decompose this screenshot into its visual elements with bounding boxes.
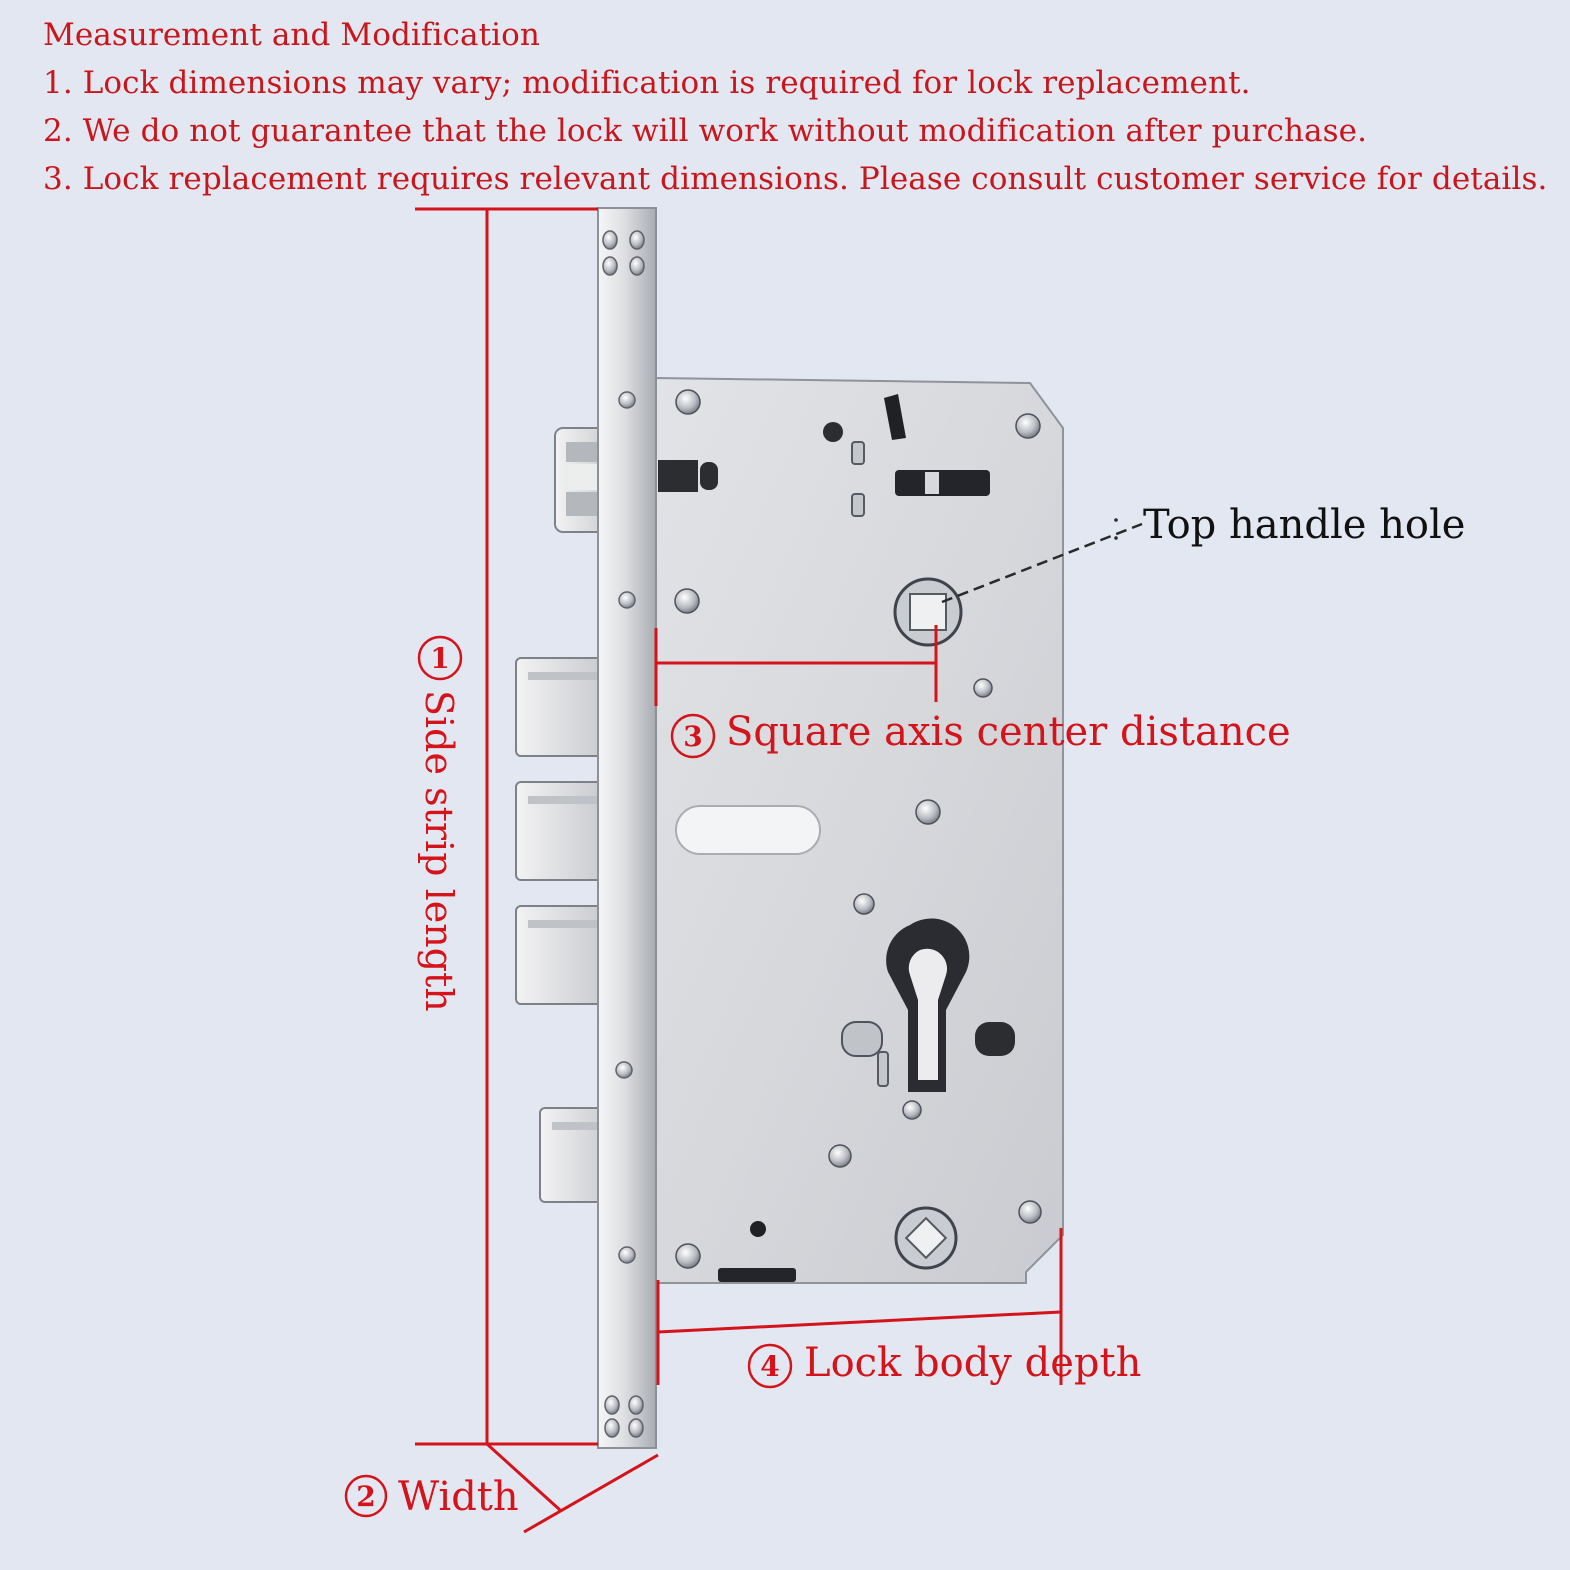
top-handle-hole: [893, 577, 963, 647]
callout-number-3: 3: [683, 720, 702, 753]
lock-depth-dimension-line: [657, 1310, 1062, 1334]
notes-title: Measurement and Modification: [43, 17, 540, 53]
square-axis-label: Square axis center distance: [726, 709, 1291, 755]
top-handle-leader: [941, 522, 1143, 604]
note-item-2: 2. We do not guarantee that the lock wil…: [43, 113, 1368, 149]
callout-circle-3: [670, 713, 716, 759]
side-strip-faceplate: [597, 207, 657, 1449]
lock-body-depth-label: Lock body depth: [804, 1340, 1141, 1386]
width-label: Width: [398, 1474, 519, 1520]
callout-number-4: 4: [760, 1350, 779, 1383]
width-left-leader: [485, 1442, 562, 1512]
note-item-1: 1. Lock dimensions may vary; modificatio…: [43, 65, 1251, 101]
lock-body-features: [658, 394, 1015, 1282]
callout-number-2: 2: [356, 1480, 375, 1513]
faceplate-holes: [602, 230, 645, 1438]
width-right-leader: [523, 1453, 659, 1534]
side-strip-length-label: Side strip length: [417, 690, 461, 1012]
body-screws: [674, 389, 1042, 1269]
callout-number-1: 1: [430, 642, 449, 675]
callout-circle-2: [344, 1474, 388, 1518]
callout-circle-1: [417, 635, 463, 681]
callout-circle-4: [747, 1343, 793, 1389]
top-handle-hole-label: Top handle hole: [1143, 502, 1465, 548]
note-item-3: 3. Lock replacement requires relevant di…: [43, 161, 1548, 197]
bottom-handle-hole: [894, 1206, 958, 1270]
